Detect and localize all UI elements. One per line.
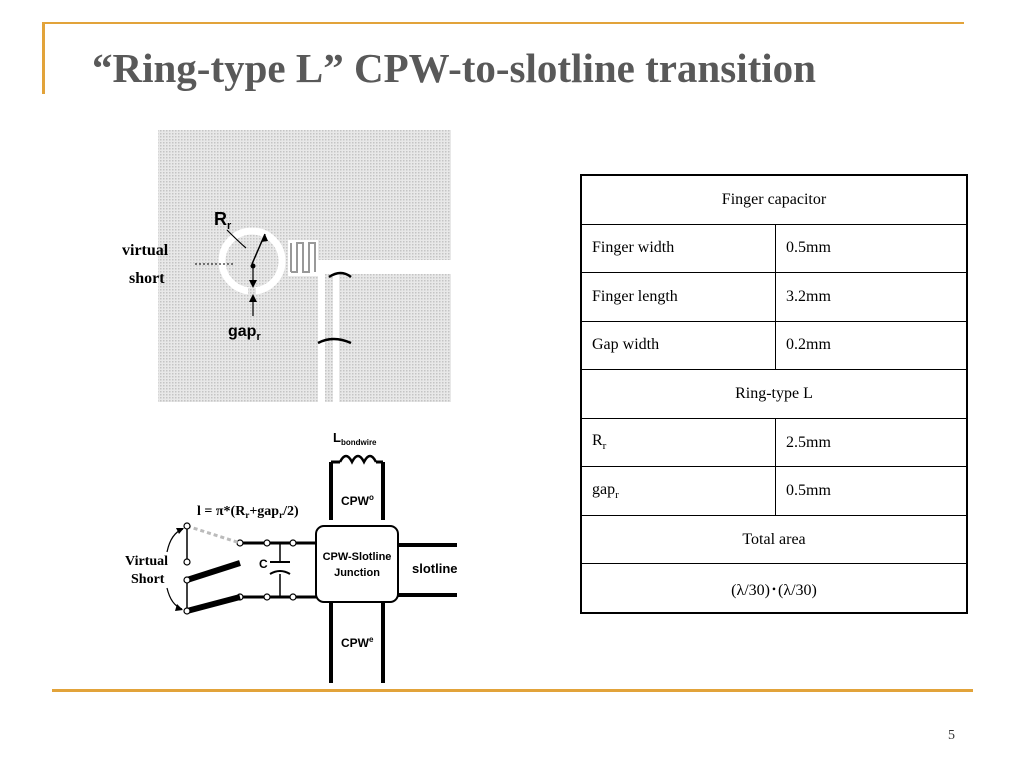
table-row: Finger width 0.5mm — [580, 223, 968, 274]
virtual-short-arrow-up — [166, 528, 184, 553]
table-row: (λ/30)･(λ/30) — [580, 563, 968, 614]
virtual-short-arrow-down — [166, 587, 183, 610]
gapr-label-sub: r — [615, 489, 619, 502]
parameter-table: Finger capacitor Finger width 0.5mm Fing… — [580, 174, 968, 614]
label-gap: gapr — [228, 323, 261, 343]
finger-capacitor — [290, 242, 316, 273]
finger-length-label: Finger length — [580, 272, 776, 322]
left-accent-line — [42, 22, 45, 94]
gap-width-label: Gap width — [580, 320, 776, 371]
ring-type-header: Ring-type L — [580, 369, 968, 419]
table-row: Total area — [580, 514, 968, 565]
label-formula: l = π*(Rr+gapr/2) — [197, 504, 299, 520]
terminal-node — [289, 593, 297, 601]
total-area-header: Total area — [580, 514, 968, 565]
finger-width-label: Finger width — [580, 223, 776, 274]
junction-label-2: Junction — [334, 567, 380, 579]
label-slotline: slotline — [412, 561, 458, 576]
radius-arrowhead — [261, 234, 268, 242]
terminal-node — [263, 539, 271, 547]
label-virtual-short-2: Short — [131, 572, 165, 587]
finger-capacitor-header: Finger capacitor — [580, 174, 968, 225]
page-number: 5 — [948, 728, 955, 743]
table-row: Rr 2.5mm — [580, 417, 968, 468]
rr-label-sub: r — [602, 440, 607, 453]
slot-vertical-right — [333, 268, 339, 402]
gap-width-value: 0.2mm — [775, 320, 968, 371]
ring-layout-figure: virtual short Rr gapr — [122, 130, 451, 402]
finger-width-value: 0.5mm — [775, 223, 968, 274]
r-label-pointer — [226, 229, 247, 249]
bottom-accent-line — [52, 689, 973, 692]
rr-value: 2.5mm — [775, 417, 968, 468]
gapr-label: gapr — [580, 466, 776, 516]
ring-center-dot — [250, 263, 256, 269]
table-row: gapr 0.5mm — [580, 466, 968, 516]
gapr-value: 0.5mm — [775, 466, 968, 516]
gapr-label-main: gap — [592, 480, 616, 498]
line-end-node — [183, 607, 191, 615]
finger-length-value: 3.2mm — [775, 272, 968, 322]
label-bondwire: Lbondwire — [333, 430, 377, 447]
slot-marker-1 — [328, 271, 352, 279]
slot-horizontal — [315, 260, 451, 274]
rr-label-main: R — [592, 432, 603, 450]
line-end-node — [183, 576, 191, 584]
junction-box — [315, 525, 399, 603]
terminal-node — [289, 539, 297, 547]
table-row: Ring-type L — [580, 369, 968, 419]
terminal-node — [263, 593, 271, 601]
label-cpw-odd: CPWo — [341, 493, 374, 508]
rr-label: Rr — [580, 417, 776, 468]
line-end-node — [183, 522, 191, 530]
total-area-value: (λ/30)･(λ/30) — [580, 563, 968, 614]
slot-vertical-left — [318, 260, 325, 402]
label-cpw-even: CPWe — [341, 635, 374, 650]
label-r: Rr — [214, 209, 232, 232]
gap-arrowhead-up — [249, 294, 257, 302]
slot-marker-2 — [317, 337, 352, 345]
label-short: short — [129, 270, 165, 287]
label-capacitor: C — [259, 557, 268, 571]
line-end-node — [183, 558, 191, 566]
junction-label-1: CPW-Slotline — [323, 551, 392, 563]
bondwire-inductor — [338, 454, 378, 465]
table-row: Finger length 3.2mm — [580, 272, 968, 322]
table-row: Gap width 0.2mm — [580, 320, 968, 371]
equivalent-circuit-figure: Lbondwire CPWo CPW-Slotline Junction CPW… — [125, 430, 458, 683]
gap-arrowhead-down — [249, 280, 257, 288]
top-accent-line — [42, 22, 964, 24]
slide-title: “Ring-type L” CPW-to-slotline transition — [92, 45, 816, 91]
label-virtual: virtual — [122, 242, 169, 259]
capacitor-plate-bottom — [269, 570, 291, 575]
table-row: Finger capacitor — [580, 174, 968, 225]
label-virtual-short-1: Virtual — [125, 554, 168, 569]
